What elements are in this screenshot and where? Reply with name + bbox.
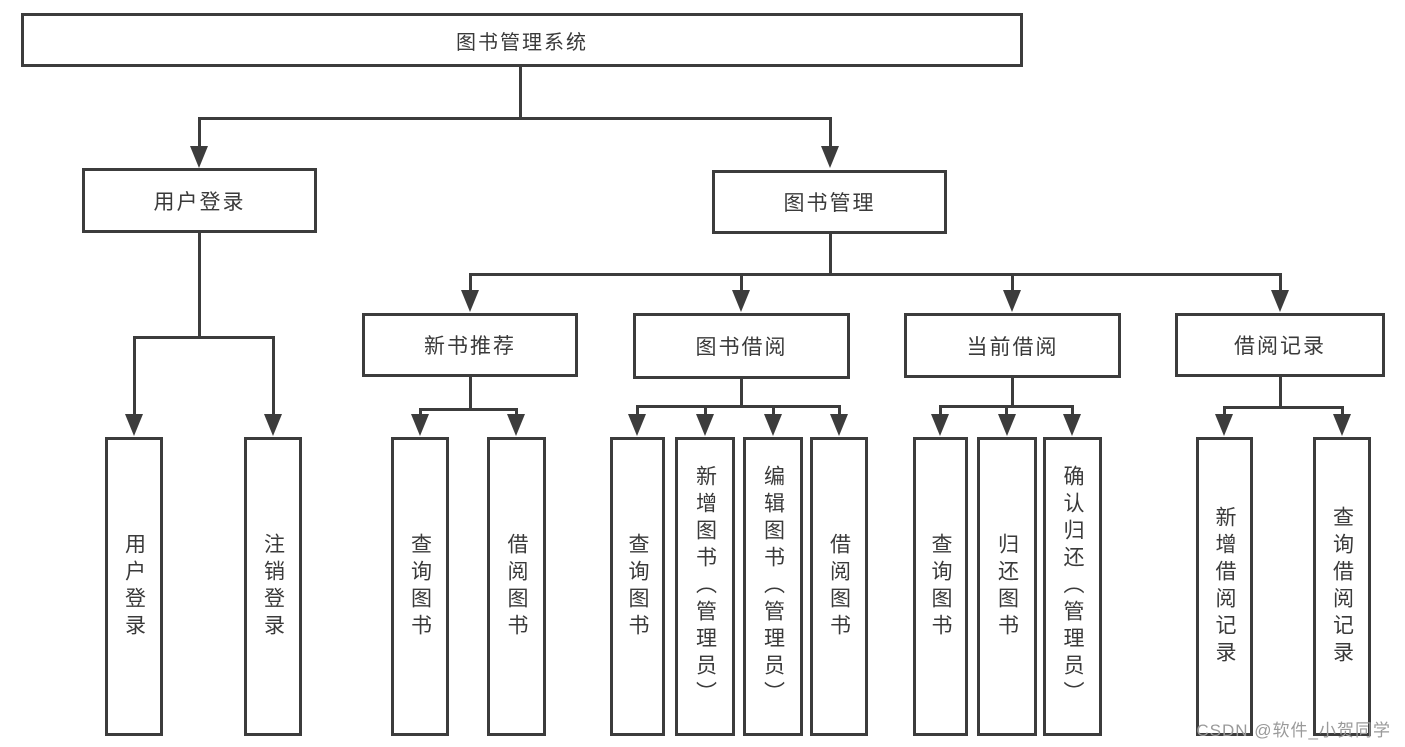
connector-line	[198, 233, 201, 339]
connector-line	[272, 336, 275, 416]
node-root: 图书管理系统	[21, 13, 1023, 67]
node-borrow-records: 借阅记录	[1175, 313, 1385, 377]
leaf-return-book: 归还图书	[977, 437, 1037, 736]
watermark: CSDN @软件_小贺同学	[1196, 721, 1391, 740]
node-user-login: 用户登录	[82, 168, 317, 233]
arrow-down-icon	[821, 146, 839, 168]
connector-line	[1279, 377, 1282, 408]
arrow-down-icon	[1333, 414, 1351, 436]
leaf-add-book-admin: 新增图书（管理员）	[675, 437, 735, 736]
connector-line	[198, 117, 201, 148]
connector-line	[1223, 406, 1344, 409]
connector-line	[1005, 405, 1008, 416]
connector-line	[1011, 378, 1014, 407]
connector-line	[1341, 406, 1344, 416]
arrow-down-icon	[732, 290, 750, 312]
node-new-book-recommend: 新书推荐	[362, 313, 578, 377]
connector-line	[419, 408, 422, 417]
connector-line	[469, 273, 1282, 276]
arrow-down-icon	[1271, 290, 1289, 312]
node-book-management: 图书管理	[712, 170, 947, 234]
node-book-borrow: 图书借阅	[633, 313, 850, 379]
arrow-down-icon	[931, 414, 949, 436]
leaf-edit-book-admin: 编辑图书（管理员）	[743, 437, 803, 736]
connector-line	[740, 379, 743, 407]
connector-line	[469, 273, 472, 292]
connector-line	[1223, 406, 1226, 416]
arrow-down-icon	[507, 414, 525, 436]
arrow-down-icon	[830, 414, 848, 436]
connector-line	[829, 117, 832, 148]
leaf-query-books-borrow: 查询图书	[610, 437, 665, 736]
arrow-down-icon	[125, 414, 143, 436]
connector-line	[939, 405, 942, 416]
connector-line	[829, 234, 832, 276]
leaf-query-borrow-record: 查询借阅记录	[1313, 437, 1371, 736]
arrow-down-icon	[1215, 414, 1233, 436]
node-current-borrow: 当前借阅	[904, 313, 1121, 378]
arrow-down-icon	[696, 414, 714, 436]
connector-line	[704, 405, 707, 416]
arrow-down-icon	[264, 414, 282, 436]
arrow-down-icon	[764, 414, 782, 436]
leaf-borrow-books: 借阅图书	[810, 437, 868, 736]
connector-line	[133, 336, 275, 339]
arrow-down-icon	[461, 290, 479, 312]
connector-line	[519, 67, 522, 118]
connector-line	[636, 405, 841, 408]
connector-line	[198, 117, 832, 120]
leaf-user-login: 用户登录	[105, 437, 163, 736]
connector-line	[772, 405, 775, 416]
arrow-down-icon	[998, 414, 1016, 436]
connector-line	[740, 273, 743, 292]
leaf-confirm-return-admin: 确认归还（管理员）	[1043, 437, 1102, 736]
leaf-borrow-books-recommend: 借阅图书	[487, 437, 546, 736]
connector-line	[838, 405, 841, 416]
leaf-add-borrow-record: 新增借阅记录	[1196, 437, 1253, 736]
leaf-query-books-recommend: 查询图书	[391, 437, 449, 736]
arrow-down-icon	[190, 146, 208, 168]
connector-line	[1279, 273, 1282, 292]
connector-line	[1071, 405, 1074, 416]
connector-line	[469, 377, 472, 410]
connector-line	[1011, 273, 1014, 292]
connector-line	[133, 336, 136, 416]
arrow-down-icon	[411, 414, 429, 436]
connector-line	[636, 405, 639, 416]
connector-line	[515, 408, 518, 417]
leaf-logout: 注销登录	[244, 437, 302, 736]
leaf-query-books-current: 查询图书	[913, 437, 968, 736]
arrow-down-icon	[1063, 414, 1081, 436]
arrow-down-icon	[1003, 290, 1021, 312]
arrow-down-icon	[628, 414, 646, 436]
connector-line	[419, 408, 518, 411]
